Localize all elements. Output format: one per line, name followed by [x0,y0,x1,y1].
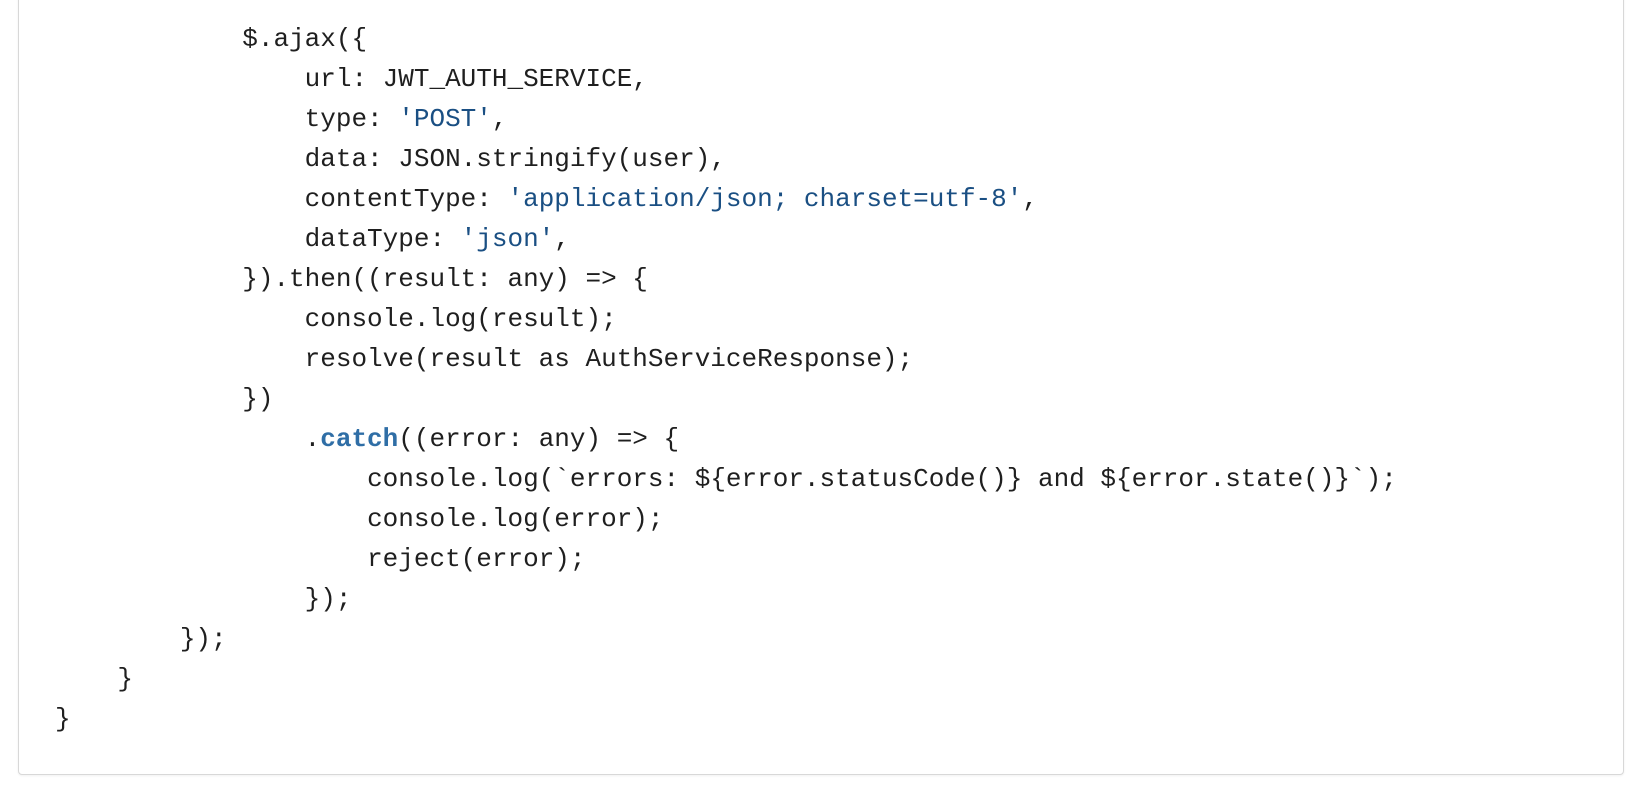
code-text: . [304,424,321,454]
code-text: type: [304,104,399,134]
code-text: reject(error); [367,544,586,574]
code-line-5: contentType: 'application/json; charset=… [55,179,1397,219]
string-literal: 'json' [460,224,555,254]
code-text: }); [179,624,227,654]
code-text: console.log(error); [367,504,664,534]
code-text: } [117,664,134,694]
code-text: console.log(`errors: ${error.statusCode(… [367,464,1397,494]
code-line-4: data: JSON.stringify(user), [55,139,1397,179]
code-text: data: JSON.stringify(user), [304,144,726,174]
code-block: $.ajax({ url: JWT_AUTH_SERVICE, type: 'P… [18,0,1624,775]
string-literal: 'POST' [398,104,492,134]
string-literal: 'application/json; charset=utf-8' [507,184,1023,214]
code-text: console.log(result); [304,304,617,334]
code-line-6: dataType: 'json', [55,219,1397,259]
code-line-8: console.log(result); [55,299,1397,339]
code-text: , [1022,184,1038,214]
code-line-7: }).then((result: any) => { [55,259,1397,299]
code-text: } [55,704,71,734]
code-text: ((error: any) => { [398,424,680,454]
code-text: , [491,104,508,134]
code-text: }) [242,384,274,414]
code-line-17: } [55,659,1397,699]
code-text: $.ajax({ [242,24,368,54]
code-line-13: console.log(error); [55,499,1397,539]
code-line-10: }) [55,379,1397,419]
code-line-11: .catch((error: any) => { [55,419,1397,459]
code-line-18: } [55,699,1397,739]
code-line-15: }); [55,579,1397,619]
code-text: dataType: [304,224,461,254]
code-text: resolve(result as AuthServiceResponse); [304,344,914,374]
code-text: , [554,224,570,254]
code-line-14: reject(error); [55,539,1397,579]
code-line-12: console.log(`errors: ${error.statusCode(… [55,459,1397,499]
code-line-3: type: 'POST', [55,99,1397,139]
keyword-catch: catch [320,424,399,454]
code-text: url: JWT_AUTH_SERVICE, [304,64,648,94]
code-text: }); [304,584,352,614]
code-listing[interactable]: $.ajax({ url: JWT_AUTH_SERVICE, type: 'P… [55,19,1397,739]
code-line-9: resolve(result as AuthServiceResponse); [55,339,1397,379]
code-line-2: url: JWT_AUTH_SERVICE, [55,59,1397,99]
code-text: }).then((result: any) => { [242,264,648,294]
code-text: contentType: [304,184,508,214]
code-line-16: }); [55,619,1397,659]
code-line-1: $.ajax({ [55,19,1397,59]
